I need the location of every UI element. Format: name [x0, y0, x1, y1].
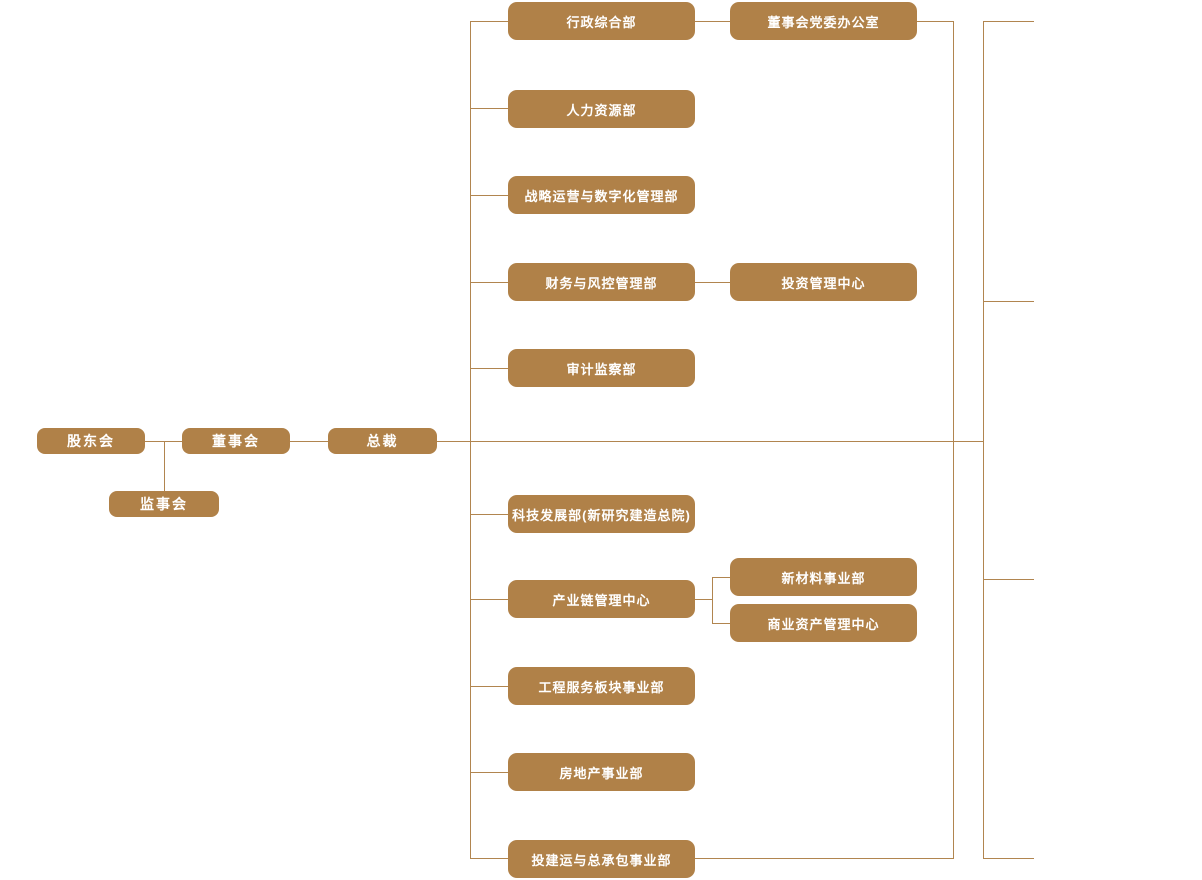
org-node-admin-general: 行政综合部 [508, 2, 695, 40]
org-node-supervisory-board: 监事会 [109, 491, 219, 517]
connector-row-admin [470, 21, 508, 22]
org-node-human-resources: 人力资源部 [508, 90, 695, 128]
right-stub-2 [983, 301, 1034, 302]
connector-supervisory-drop [164, 441, 165, 491]
org-node-board-party-office: 董事会党委办公室 [730, 2, 917, 40]
connector-board-president [290, 441, 328, 442]
org-node-strategy-digital: 战略运营与数字化管理部 [508, 176, 695, 214]
org-node-president: 总裁 [328, 428, 437, 454]
connector-chain-branch [695, 599, 712, 600]
org-node-finance-risk: 财务与风控管理部 [508, 263, 695, 301]
right-spine-inner [953, 21, 954, 859]
org-node-board-of-directors: 董事会 [182, 428, 290, 454]
connector-epc-right [695, 858, 953, 859]
right-stub-4 [983, 858, 1034, 859]
connector-row-epc [470, 858, 508, 859]
connector-branch-new-materials [712, 577, 730, 578]
org-node-real-estate: 房地产事业部 [508, 753, 695, 791]
right-stub-3 [983, 579, 1034, 580]
org-node-shareholders: 股东会 [37, 428, 145, 454]
org-node-investment-center: 投资管理中心 [730, 263, 917, 301]
org-node-engineering-services: 工程服务板块事业部 [508, 667, 695, 705]
connector-row-industry-chain [470, 599, 508, 600]
branch-vertical-industry-chain [712, 577, 713, 623]
org-node-industry-chain-center: 产业链管理中心 [508, 580, 695, 618]
org-node-audit-supervision: 审计监察部 [508, 349, 695, 387]
connector-admin-party-office [695, 21, 730, 22]
connector-row-real-estate [470, 772, 508, 773]
connector-row-audit [470, 368, 508, 369]
right-spine-outer [983, 21, 984, 859]
org-node-invest-build-epc: 投建运与总承包事业部 [508, 840, 695, 878]
connector-president-main [437, 441, 983, 442]
connector-row-engineering [470, 686, 508, 687]
org-node-tech-development: 科技发展部(新研究建造总院) [508, 495, 695, 533]
org-node-commercial-assets: 商业资产管理中心 [730, 604, 917, 642]
org-node-new-materials: 新材料事业部 [730, 558, 917, 596]
right-stub-1 [983, 21, 1034, 22]
connector-row-hr [470, 108, 508, 109]
left-spine [470, 21, 471, 859]
connector-row-tech [470, 514, 508, 515]
connector-row-strategy [470, 195, 508, 196]
connector-shareholders-board [145, 441, 182, 442]
connector-finance-investment [695, 282, 730, 283]
connector-row-finance [470, 282, 508, 283]
connector-party-office-right [917, 21, 953, 22]
connector-branch-commercial-assets [712, 623, 730, 624]
